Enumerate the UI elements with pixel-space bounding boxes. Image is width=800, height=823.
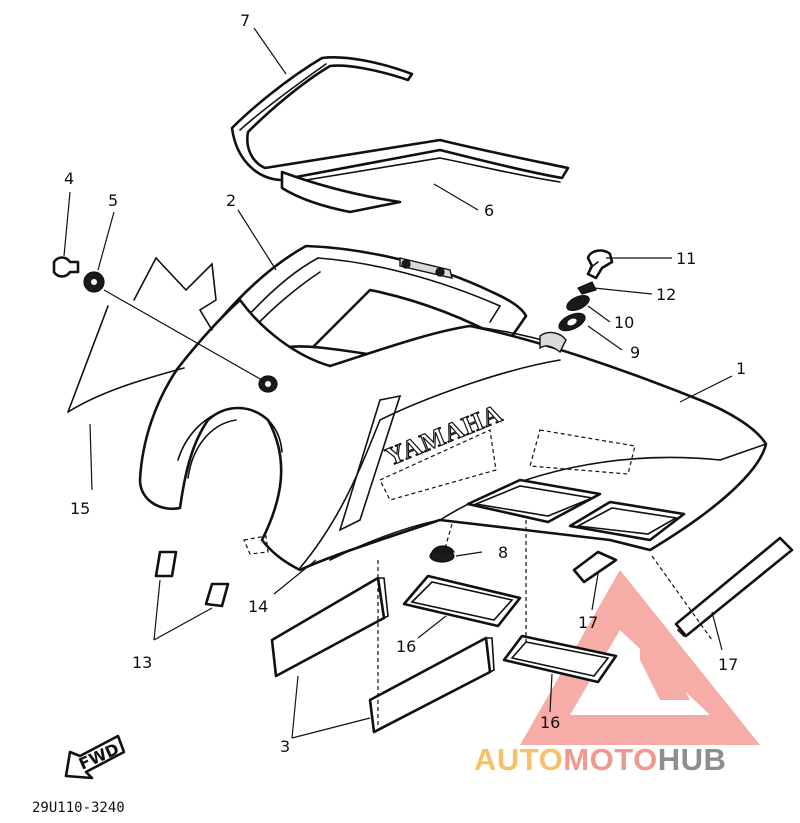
leader-lines — [63, 27, 733, 739]
part-number-label: 10 — [614, 313, 634, 332]
part-number-label: 17 — [718, 655, 738, 674]
part-number-label: 13 — [132, 653, 152, 672]
strip-part-a — [270, 576, 389, 678]
part-number-label: 14 — [248, 597, 268, 616]
clip-part — [577, 281, 597, 295]
part-number-label: 17 — [578, 613, 598, 632]
washer-part — [83, 271, 105, 293]
side-panel-part — [67, 256, 217, 413]
part-number-label: 5 — [108, 191, 118, 210]
drawing-code: 29U110-3240 — [32, 800, 125, 816]
fwd-label: FWD — [76, 739, 122, 773]
part-number-label: 12 — [656, 285, 676, 304]
part-number-label: 1 — [736, 359, 746, 378]
watermark-text: AUTOMOTOHUB — [474, 742, 726, 777]
watermark-text-part1: AUTO — [474, 742, 563, 777]
main-cowl-body-part — [138, 298, 768, 572]
trim-strip-part-b — [674, 536, 794, 638]
fwd-arrow-icon — [64, 734, 126, 780]
flat-pad-part-a — [402, 574, 522, 628]
strip-part-b — [368, 636, 495, 734]
part-number-label: 2 — [226, 191, 236, 210]
screw-part — [586, 249, 614, 280]
plug-part — [429, 545, 455, 563]
part-number-label: 6 — [484, 201, 494, 220]
part-number-label: 15 — [70, 499, 90, 518]
part-number-label: 8 — [498, 543, 508, 562]
pad-part-b — [204, 582, 230, 608]
pad-part-a — [154, 550, 178, 578]
trim-strip-part-a — [572, 550, 618, 584]
part-number-label: 16 — [540, 713, 560, 732]
watermark-text-part2: MOTO — [563, 742, 657, 777]
damper-part — [558, 312, 586, 332]
part-number-labels: 1 2 3 4 5 6 7 8 9 10 11 12 13 14 15 16 1… — [64, 11, 746, 756]
part-number-label: 11 — [676, 249, 696, 268]
part-number-label: 3 — [280, 737, 290, 756]
part-number-label: 9 — [630, 343, 640, 362]
part-number-label: 4 — [64, 169, 74, 188]
flat-pad-part-b — [502, 634, 618, 684]
part-number-label: 7 — [240, 11, 250, 30]
watermark-logo-icon — [520, 570, 760, 745]
nut-part — [566, 294, 590, 312]
windshield-trim-part — [230, 56, 570, 214]
part-number-label: 16 — [396, 637, 416, 656]
watermark-text-part3: HUB — [658, 742, 727, 777]
bolt-part — [52, 256, 80, 278]
